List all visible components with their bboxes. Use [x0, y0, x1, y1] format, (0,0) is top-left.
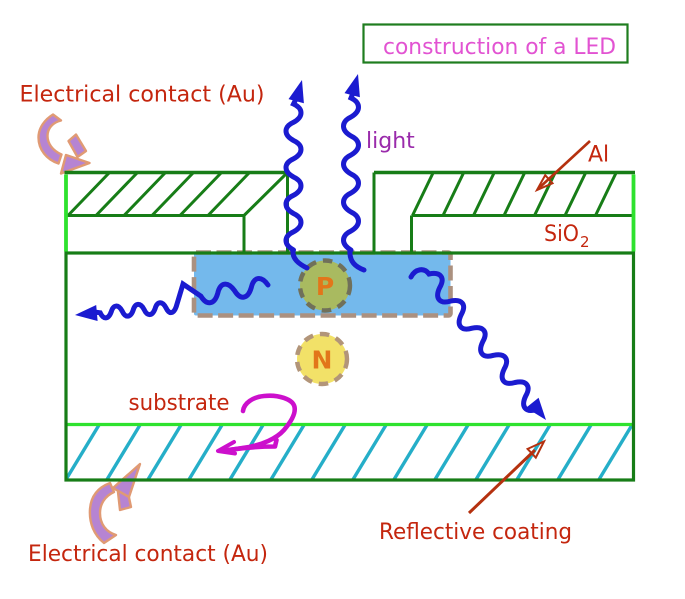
- left-electrode-hatch-line-4: [150, 171, 195, 217]
- reflective-pointer-head: [525, 439, 547, 460]
- reflective-hatch-line-7: [310, 424, 347, 481]
- right-electrode-hatch: [411, 172, 618, 217]
- photon-arrow-up-right-head: [344, 74, 360, 98]
- photon-arrow-left-wave: [91, 276, 271, 321]
- title-box-border: [362, 23, 629, 64]
- al-pointer-line: [538, 140, 591, 189]
- left-electrode-hatch-line-6: [206, 171, 251, 217]
- reflective-hatch-line-14: [597, 424, 634, 481]
- photon-arrow-up-left-wave: [283, 96, 304, 253]
- right-electrode-hatch-line-7: [594, 172, 618, 217]
- reflective-hatch-line-5: [228, 424, 265, 481]
- reflective-hatch-line-6: [269, 424, 306, 481]
- left-electrode-hatch: [66, 171, 251, 217]
- sio2-label: SiO: [544, 222, 579, 247]
- squiggle-arrowhead: [216, 440, 237, 456]
- page-title: construction of a LED: [383, 35, 616, 60]
- light-label: light: [366, 129, 415, 154]
- curved-arrow-top-left-band: [37, 113, 63, 165]
- left-electrode-hatch-line-5: [178, 171, 223, 217]
- al-pointer-arrow: [534, 140, 591, 193]
- curved-arrow-top-left-head: [59, 153, 91, 175]
- photon-arrows: [75, 74, 546, 420]
- photon-arrow-up-right-tail: [347, 247, 367, 273]
- reflective-hatch-line-3: [146, 424, 183, 481]
- right-electrode-hatch-line-3: [472, 172, 496, 217]
- squiggle-base-stroke: [225, 437, 279, 453]
- right-electrode-hatch-line-5: [533, 172, 557, 217]
- left-electrode-hatch-line-3: [122, 171, 167, 217]
- n-letter: N: [312, 346, 333, 375]
- photon-arrow-up-left-head: [288, 80, 304, 104]
- electrical-contact-top-label: Electrical contact (Au): [20, 83, 265, 108]
- curved-arrow-top-left-hook: [67, 133, 88, 159]
- left-electrode-hatch-line-1: [66, 171, 111, 217]
- reflective-coating-pointer-arrow: [467, 439, 547, 515]
- reflective-hatch-line-8: [351, 424, 388, 481]
- p-circle: [297, 258, 353, 313]
- left-electrode: [64, 170, 289, 252]
- curved-arrow-bottom-left-band: [88, 481, 118, 545]
- squiggle-loop-stroke: [223, 393, 298, 453]
- electrical-contact-bottom-label: Electrical contact (Au): [28, 542, 268, 567]
- photon-arrow-left: [75, 276, 271, 321]
- photon-arrow-up-right: [341, 74, 367, 273]
- al-label: Al: [588, 143, 609, 168]
- curved-arrow-top-left: [37, 113, 91, 175]
- reflective-hatch-line-9: [392, 424, 429, 481]
- substrate-label: substrate: [129, 391, 230, 416]
- n-circle: [294, 331, 350, 387]
- title-box: construction of a LED: [362, 23, 629, 64]
- right-electrode-hatch-line-4: [502, 172, 526, 217]
- right-electrode-hatch-line-6: [563, 172, 587, 217]
- left-electrode-hatch-line-2: [94, 171, 139, 217]
- right-electrode-hatch-line-1: [411, 172, 435, 217]
- reflective-pointer-line: [467, 448, 537, 515]
- reflective-hatch-line-1: [64, 424, 101, 481]
- photon-arrow-down-right-head: [526, 397, 546, 420]
- reflective-hatch-line-2: [105, 424, 142, 481]
- al-pointer-head: [534, 173, 555, 193]
- reflective-hatch-line-10: [433, 424, 470, 481]
- reflective-coating-label: Reflective coating: [379, 520, 572, 545]
- photon-arrow-down-right-wave: [408, 267, 539, 413]
- right-electrode: [372, 170, 636, 252]
- reflective-coating-hatch: [64, 424, 634, 481]
- substrate-squiggle: [216, 393, 298, 456]
- left-electrode-end-slant: [242, 171, 289, 217]
- reflective-hatch-line-4: [187, 424, 224, 481]
- photon-arrow-left-head: [75, 305, 98, 321]
- curved-arrow-bottom-left: [88, 462, 142, 545]
- sio2-subscript: 2: [580, 233, 590, 251]
- photon-arrow-down-right: [408, 267, 546, 420]
- reflective-hatch-line-11: [474, 424, 511, 481]
- right-electrode-hatch-line-2: [441, 172, 465, 217]
- photon-arrow-up-right-wave: [341, 90, 361, 253]
- reflective-hatch-line-13: [556, 424, 593, 481]
- p-letter: P: [316, 272, 334, 301]
- photon-arrow-up-left: [283, 80, 310, 271]
